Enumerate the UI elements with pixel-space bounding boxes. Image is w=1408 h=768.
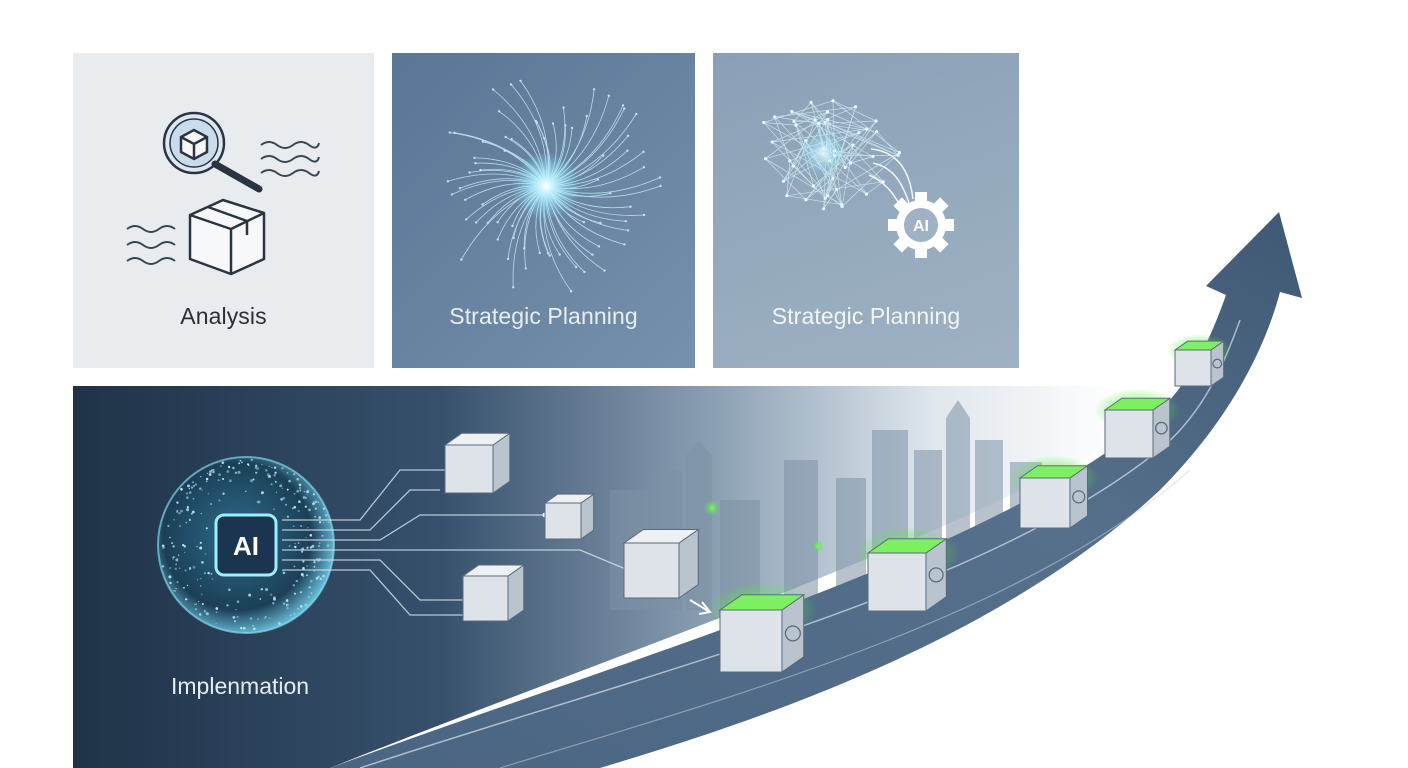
magnifier-box-icon [162,111,263,193]
cube-icon [543,493,596,540]
cube-icon [854,526,960,612]
cube-icon [1166,333,1232,387]
ai-chip-icon: AI [214,513,278,577]
cube-icon [461,564,526,622]
strategic-planning-label: Strategic Planning [449,303,638,329]
neural-network-icon [446,79,662,293]
cube-icon [443,432,512,494]
road-lane-line [359,319,1241,768]
circuit-lines [282,469,641,616]
cube-icon [1094,388,1181,459]
box-icon [188,198,266,276]
strategic-planning-ai-panel: AI Strategic Planning [713,53,1019,368]
wave-icon [260,141,320,177]
neural-network-icon: AI [762,99,954,258]
analysis-label: Analysis [180,303,267,329]
cube-icon [622,528,700,599]
ai-gear-icon: AI [888,192,954,258]
gear-ai-text: AI [913,218,929,235]
cube-icon [706,582,818,673]
strategic-planning-panel: Strategic Planning [392,53,695,368]
growth-arrow-icon [330,212,1302,768]
wave-icon [126,225,176,265]
cube-icon [1008,455,1099,529]
ai-chip-text: AI [233,531,259,561]
implementation-label: Implenmation [171,673,310,699]
analysis-panel: Analysis [73,53,374,368]
strategic-planning-ai-label: Strategic Planning [771,303,961,329]
analysis-illustration [126,111,320,276]
ai-sphere: AI [157,456,335,634]
